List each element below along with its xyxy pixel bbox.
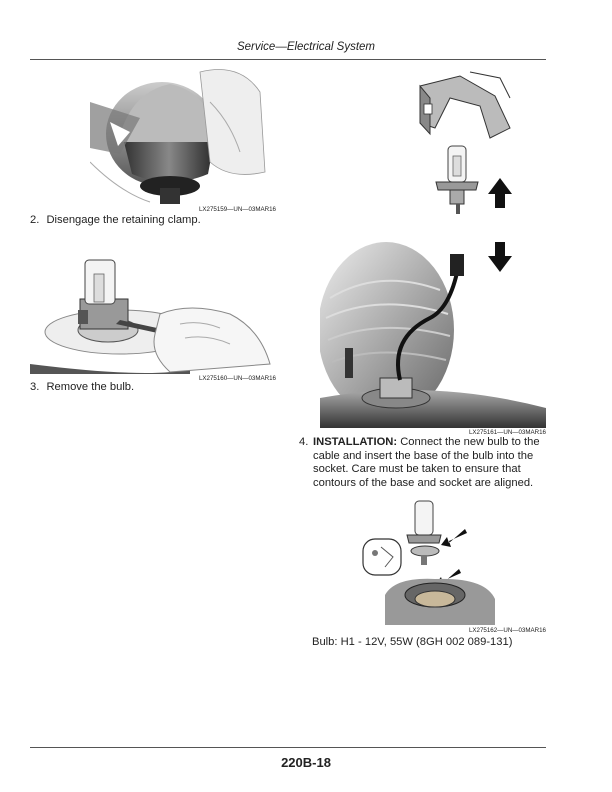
- step-4-number: 4.: [299, 436, 309, 448]
- step-2: 2. Disengage the retaining clamp.: [30, 214, 201, 228]
- figure-3-code: LX275161—UN—03MAR16: [468, 429, 546, 436]
- figure-reflector-installation: [320, 68, 546, 428]
- step-2-text: Disengage the retaining clamp.: [46, 214, 201, 226]
- step-4-lead: INSTALLATION:: [313, 436, 398, 448]
- step-3-number: 3.: [30, 381, 40, 393]
- bulb-spec: Bulb: H1 - 12V, 55W (8GH 002 089-131): [312, 636, 513, 648]
- figure-bulb-removal: [30, 244, 276, 374]
- figure-4-code: LX275162—UN—03MAR16: [468, 627, 546, 634]
- step-4-body: INSTALLATION: Connect the new bulb to th…: [313, 436, 549, 490]
- page-number: 220B-18: [281, 755, 331, 770]
- page-header-title: Service—Electrical System: [236, 41, 376, 53]
- step-4-text: Connect the new bulb to the cable and in…: [313, 436, 540, 489]
- figure-2-code: LX275160—UN—03MAR16: [198, 375, 276, 382]
- step-4: 4. INSTALLATION: Connect the new bulb to…: [299, 436, 549, 490]
- figure-lamp-clamp: [90, 62, 280, 208]
- figure-bulb-socket: [355, 495, 501, 625]
- figure-1-code: LX275159—UN—03MAR16: [198, 206, 276, 213]
- step-3: 3. Remove the bulb.: [30, 381, 134, 395]
- header-rule: [30, 59, 546, 60]
- step-2-number: 2.: [30, 214, 40, 226]
- step-3-text: Remove the bulb.: [46, 381, 135, 393]
- footer-rule: [30, 747, 546, 748]
